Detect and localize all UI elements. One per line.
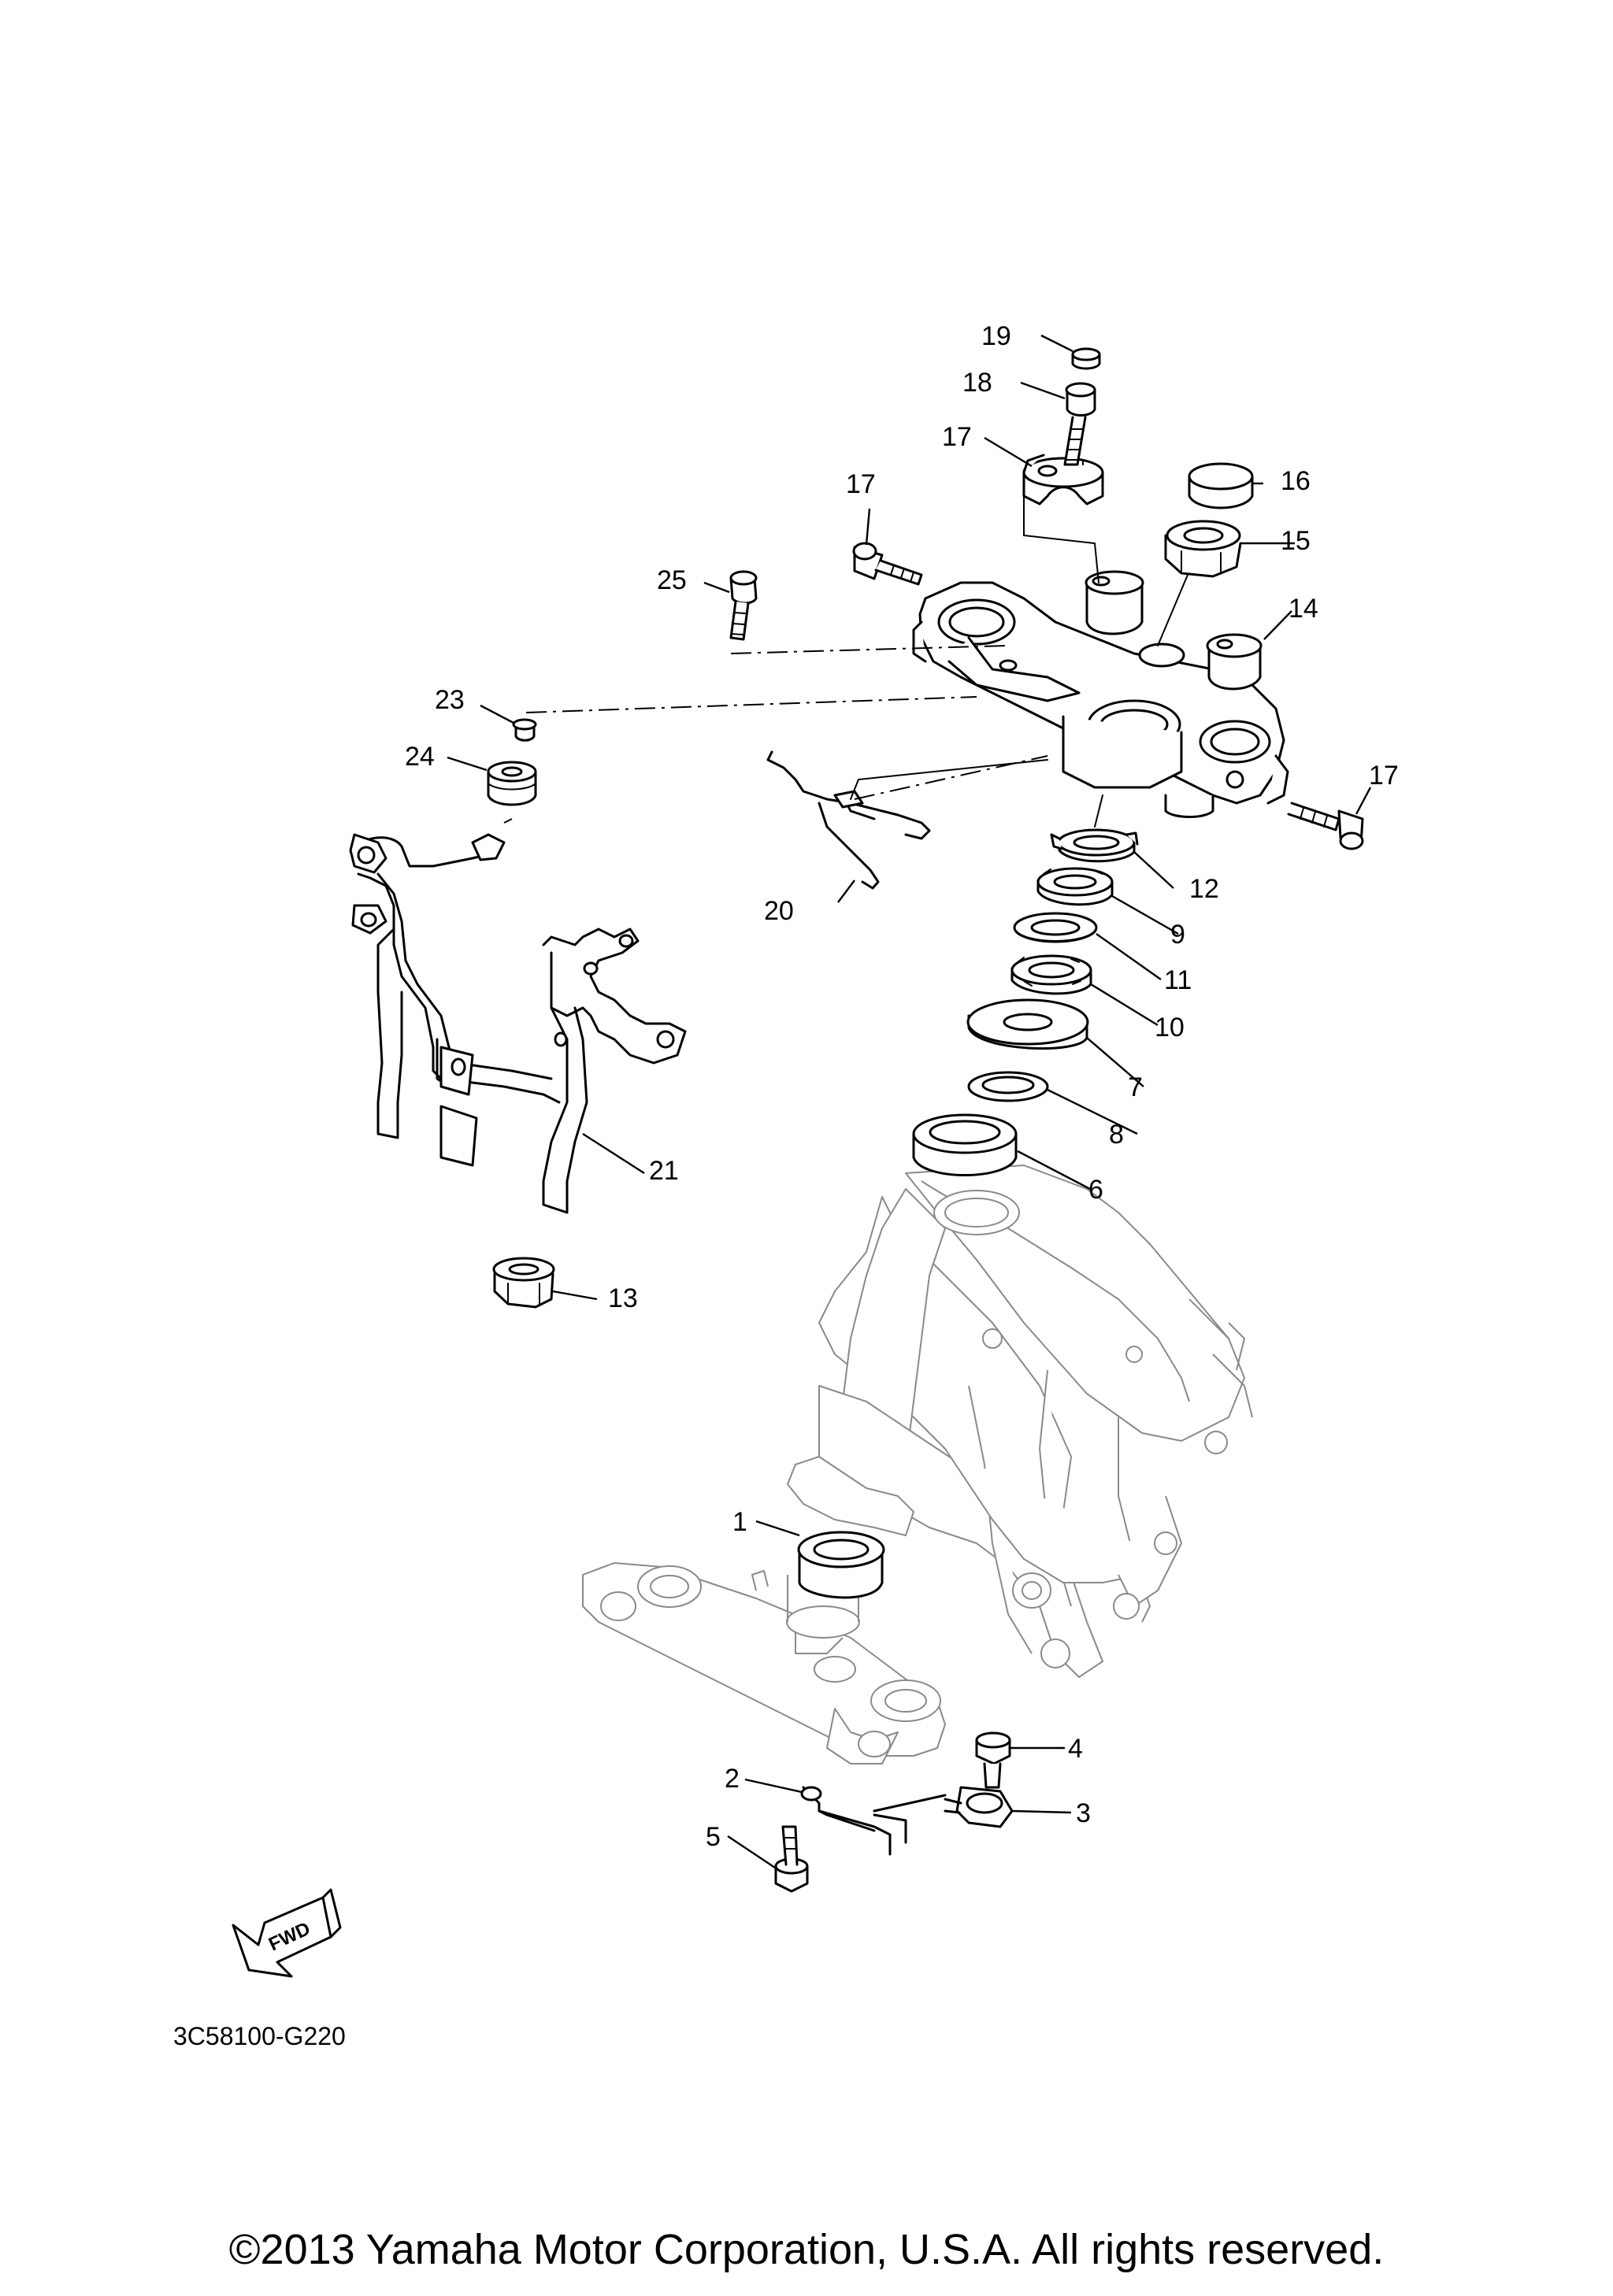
label-part-14: 14 [1289, 594, 1318, 624]
part-3-clamp [944, 1786, 1014, 1828]
label-part-5: 5 [706, 1822, 721, 1852]
part-9-ringnut [1036, 867, 1114, 906]
part-21-guide [766, 750, 931, 890]
frame-illustration [787, 1165, 1253, 1678]
part-labels: 19 18 17 17 16 15 14 25 23 24 17 12 9 11… [405, 321, 1399, 1852]
part-17-bolt-left [852, 542, 923, 586]
label-part-19: 18 [962, 368, 992, 398]
copyright-notice: ©2013 Yamaha Motor Corporation, U.S.A. A… [228, 2226, 1385, 2273]
label-part-23: 23 [435, 685, 465, 715]
label-part-20: 19 [981, 321, 1011, 351]
part-16-cap [1188, 462, 1254, 509]
part-22-stay [349, 833, 687, 1214]
label-part-21: 20 [764, 896, 794, 926]
part-17-bolt-right [1287, 802, 1364, 850]
part-8-seal [967, 1071, 1049, 1102]
part-10-ringnut [1010, 954, 1092, 995]
part-11-washer [1013, 912, 1098, 943]
part-19-bolt [1063, 382, 1096, 466]
label-part-24: 24 [405, 742, 435, 772]
label-part-13: 13 [608, 1283, 638, 1313]
fwd-arrow-icon: FWD [232, 1888, 342, 1978]
part-20-cap [1071, 347, 1101, 370]
label-part-8: 8 [1109, 1120, 1124, 1150]
part-1-bearing [797, 1531, 885, 1599]
diagram-reference-code: 3C58100-G220 [173, 2022, 346, 2050]
label-part-9: 9 [1170, 920, 1185, 950]
part-18-holder [1022, 454, 1104, 505]
label-part-25: 25 [657, 565, 687, 595]
part-13-nut [492, 1257, 555, 1309]
part-6-bearing [912, 1113, 1018, 1176]
lower-bracket [582, 1562, 946, 1765]
label-part-22: 21 [649, 1156, 679, 1186]
part-7-washer [966, 998, 1089, 1050]
label-part-16: 16 [1281, 466, 1311, 496]
part-14-upper-bracket [912, 570, 1289, 818]
label-part-7: 7 [1128, 1072, 1143, 1102]
label-part-6: 6 [1088, 1175, 1103, 1205]
label-part-17-right: 17 [1369, 761, 1399, 791]
label-part-15: 15 [1281, 526, 1311, 556]
label-part-2: 2 [725, 1764, 740, 1794]
part-4-bolt [975, 1731, 1011, 1789]
part-24-grommet [487, 761, 537, 806]
label-part-17-left: 17 [846, 469, 876, 499]
label-part-11: 11 [1164, 965, 1192, 995]
label-part-3: 3 [1076, 1798, 1091, 1828]
label-part-10: 10 [1155, 1013, 1185, 1042]
label-part-18: 17 [942, 422, 972, 452]
leader-lines [447, 334, 1372, 1868]
label-part-1: 1 [732, 1507, 747, 1537]
part-25-bolt [729, 570, 758, 641]
part-15-nut [1164, 520, 1242, 578]
label-part-12: 12 [1189, 874, 1219, 904]
part-2-bracket [800, 1786, 947, 1856]
assembly-lines [503, 460, 1188, 828]
part-5-bolt [774, 1825, 809, 1893]
label-part-4: 4 [1068, 1734, 1083, 1764]
part-23-collar [512, 718, 537, 742]
part-12-lockwasher [1050, 828, 1139, 863]
